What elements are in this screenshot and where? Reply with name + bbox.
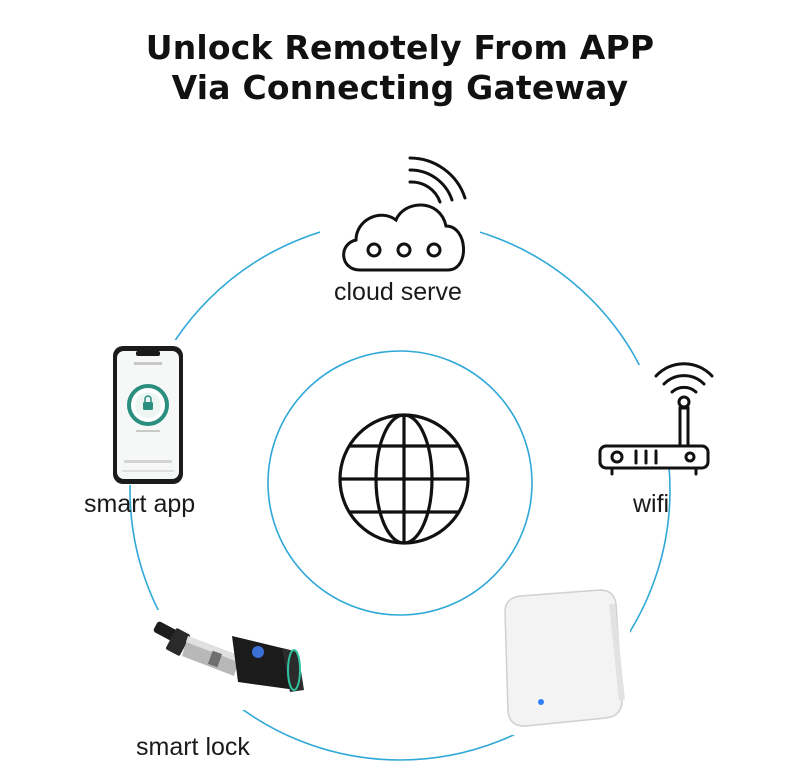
gateway-hub-icon xyxy=(505,590,622,726)
globe-icon xyxy=(340,415,468,543)
wifi-label: wifi xyxy=(633,490,669,519)
smartphone-icon xyxy=(113,346,183,484)
smart-lock-label: smart lock xyxy=(136,733,250,762)
inner-ring xyxy=(268,351,532,615)
cloud-serve-label: cloud serve xyxy=(334,278,462,307)
smart-app-label: smart app xyxy=(84,490,195,519)
